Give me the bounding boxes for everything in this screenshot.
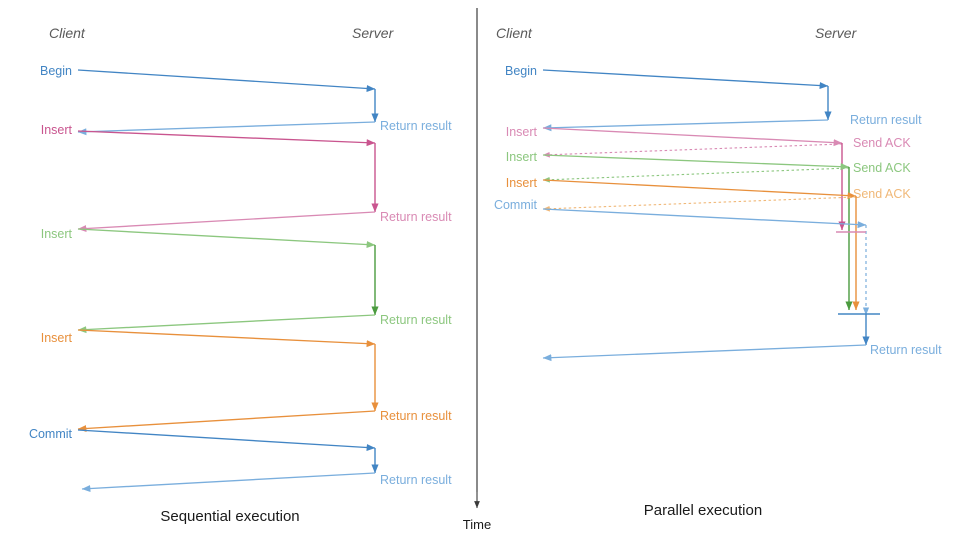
actor-header-server: Server bbox=[352, 25, 395, 41]
time-axis-label: Time bbox=[463, 517, 491, 532]
message-arrow-commit-request bbox=[542, 208, 867, 229]
actor-header-server: Server bbox=[815, 25, 858, 41]
message-arrow-begin-request bbox=[77, 69, 376, 92]
time-axis-layer: Time bbox=[463, 8, 491, 532]
actor-header-client: Client bbox=[49, 25, 86, 41]
panel-caption-parallel: Parallel execution bbox=[644, 502, 762, 519]
actor-header-client: Client bbox=[496, 25, 533, 41]
message-arrow-commit-return bbox=[542, 344, 867, 362]
message-label-commit-return: Return result bbox=[380, 473, 452, 487]
message-label-insert2-ack: Send ACK bbox=[853, 161, 911, 175]
message-arrow-insert1-return bbox=[77, 211, 376, 233]
message-arrow-begin-request bbox=[542, 69, 829, 90]
message-arrow-insert1-request bbox=[542, 127, 843, 147]
message-label-begin-request: Begin bbox=[40, 64, 72, 78]
message-label-insert1-request: Insert bbox=[41, 123, 73, 137]
message-label-commit-request: Commit bbox=[29, 427, 73, 441]
message-label-insert3-request: Insert bbox=[41, 331, 73, 345]
message-label-begin-return: Return result bbox=[380, 119, 452, 133]
message-label-insert1-request: Insert bbox=[506, 125, 538, 139]
message-arrow-insert3-request bbox=[542, 179, 857, 200]
message-arrow-insert2-request bbox=[77, 228, 376, 249]
message-arrow-begin-return bbox=[542, 119, 829, 132]
message-arrow-insert2-return bbox=[77, 314, 376, 334]
message-arrow-begin-return bbox=[77, 121, 376, 136]
message-label-begin-return: Return result bbox=[850, 113, 922, 127]
message-arrow-commit-request bbox=[77, 429, 376, 451]
message-label-insert1-return: Return result bbox=[380, 210, 452, 224]
message-arrow-insert1-request bbox=[77, 130, 376, 147]
message-arrow-commit-return bbox=[81, 472, 376, 493]
message-arrow-insert3-request bbox=[77, 329, 376, 348]
message-label-insert3-ack: Send ACK bbox=[853, 187, 911, 201]
message-arrow-insert2-ack bbox=[542, 167, 850, 183]
message-label-insert3-request: Insert bbox=[506, 176, 538, 190]
message-label-insert3-return: Return result bbox=[380, 409, 452, 423]
message-label-begin-request: Begin bbox=[505, 64, 537, 78]
message-label-insert2-request: Insert bbox=[41, 227, 73, 241]
message-label-insert2-request: Insert bbox=[506, 150, 538, 164]
panel-caption-sequential: Sequential execution bbox=[160, 508, 299, 525]
message-label-commit-request: Commit bbox=[494, 198, 538, 212]
message-label-commit-return: Return result bbox=[870, 343, 942, 357]
message-label-insert2-return: Return result bbox=[380, 313, 452, 327]
message-arrow-insert3-return bbox=[77, 410, 376, 432]
message-label-insert1-ack: Send ACK bbox=[853, 136, 911, 150]
message-arrow-insert3-ack bbox=[542, 196, 857, 212]
message-arrow-insert2-request bbox=[542, 154, 850, 171]
